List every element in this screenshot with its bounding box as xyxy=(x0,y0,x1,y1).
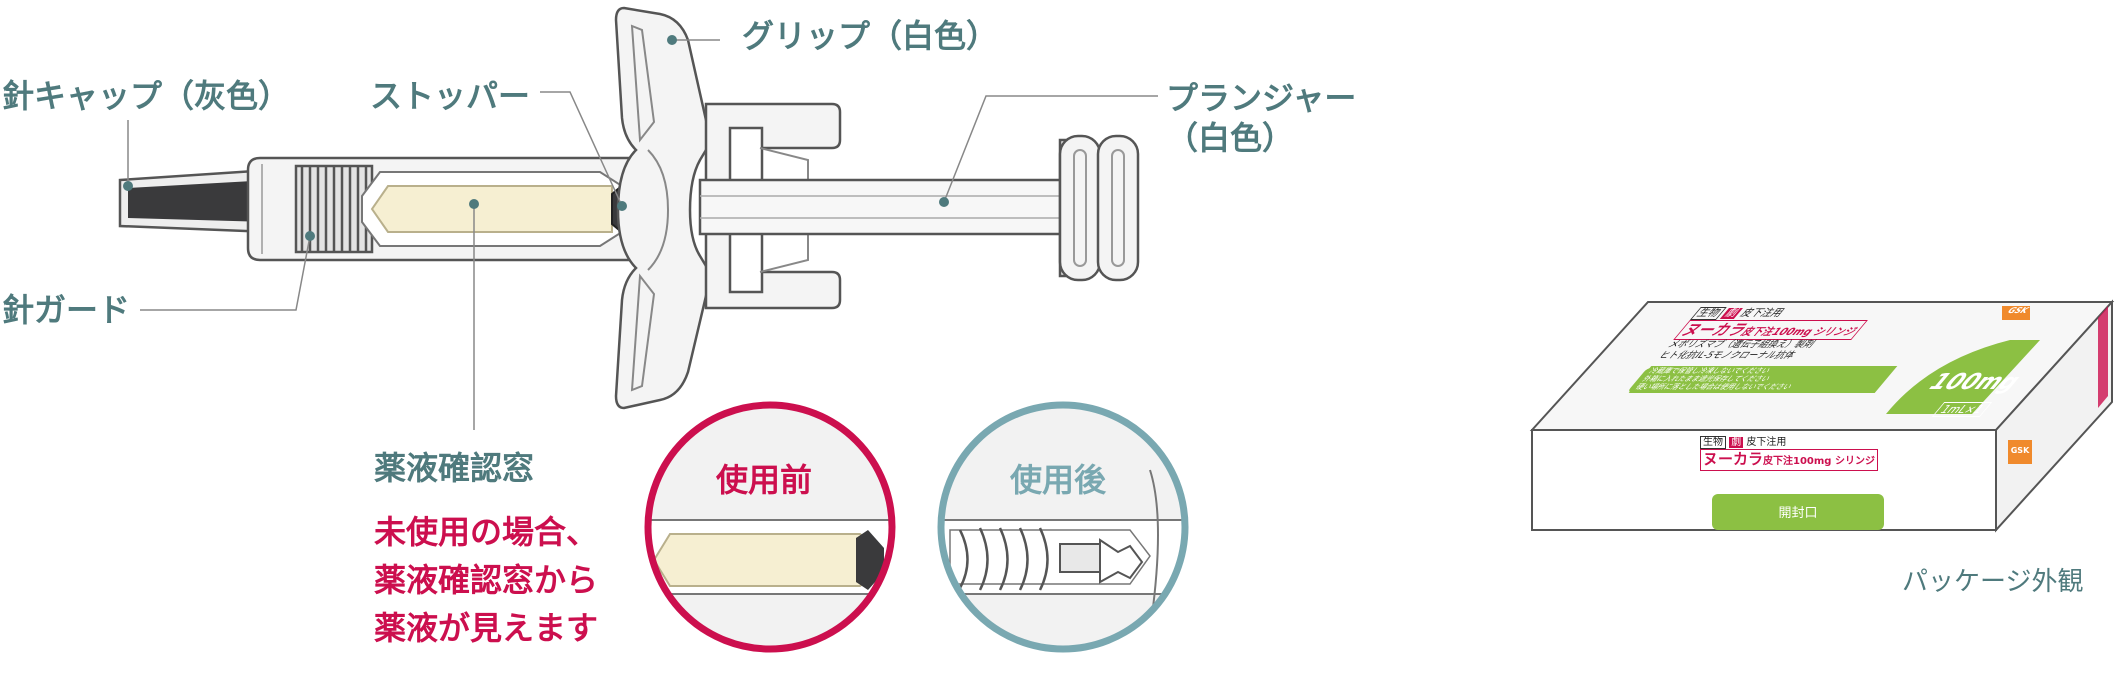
package-note1: 冷蔵庫で保管し冷凍しないでください xyxy=(1647,366,1773,375)
window-label: 薬液確認窓 xyxy=(374,449,535,487)
needle-cap-label: 針キャップ（灰色） xyxy=(2,77,291,115)
package-front-badge-potent: 劇 xyxy=(1729,437,1744,448)
package-front-brand: ヌーカラ xyxy=(1703,450,1764,468)
package-open-label: 開封口 xyxy=(1778,506,1818,521)
window-note: 未使用の場合、 薬液確認窓から 薬液が見えます xyxy=(374,508,598,652)
before-use-detail xyxy=(644,401,896,653)
finger-grip xyxy=(614,6,711,410)
package-generic-sub: ヒト化抗IL-5モノクローナル抗体 xyxy=(1655,350,1798,361)
package-note3: 硬い場所に落とした場合は使用しないでください xyxy=(1633,383,1794,392)
plunger-housing xyxy=(704,102,842,310)
package-front-print: 生物 劇 皮下注用 ヌーカラ皮下注100mg シリンジ xyxy=(1700,436,1878,471)
package-front-brand-sub: 皮下注100mg シリンジ xyxy=(1763,456,1875,467)
window-note-line1: 未使用の場合、 xyxy=(374,513,599,551)
package-brand-sub: 皮下注100mg シリンジ xyxy=(1737,327,1860,338)
leader-dots xyxy=(123,35,949,241)
plunger xyxy=(698,134,1140,282)
grip-label: グリップ（白色） xyxy=(742,17,999,55)
window-note-line3: 薬液が見えます xyxy=(374,609,599,647)
needle-guard-label: 針ガード xyxy=(2,291,131,329)
package-route: 皮下注用 xyxy=(1737,308,1787,319)
leader-lines xyxy=(127,39,1158,430)
package-front-badge-bio: 生物 xyxy=(1700,436,1726,449)
after-use-label: 使用後 xyxy=(1010,461,1107,499)
package-view-label: パッケージ外観 xyxy=(1902,567,2084,597)
package-front-route: 皮下注用 xyxy=(1746,437,1787,448)
after-use-detail xyxy=(937,401,1189,653)
plunger-label-line2: （白色） xyxy=(1166,119,1295,157)
stopper-label: ストッパー xyxy=(370,77,531,115)
package-generic: メポリズマブ（遺伝子組換え）製剤 xyxy=(1664,340,1818,350)
medicine-window xyxy=(361,171,623,247)
package-maker-side: GSK xyxy=(2010,446,2030,455)
plunger-label: プランジャー （白色） xyxy=(1166,78,1356,158)
before-use-label: 使用前 xyxy=(716,461,813,499)
plunger-label-line1: プランジャー xyxy=(1166,79,1357,117)
window-note-line2: 薬液確認窓から xyxy=(374,561,599,599)
